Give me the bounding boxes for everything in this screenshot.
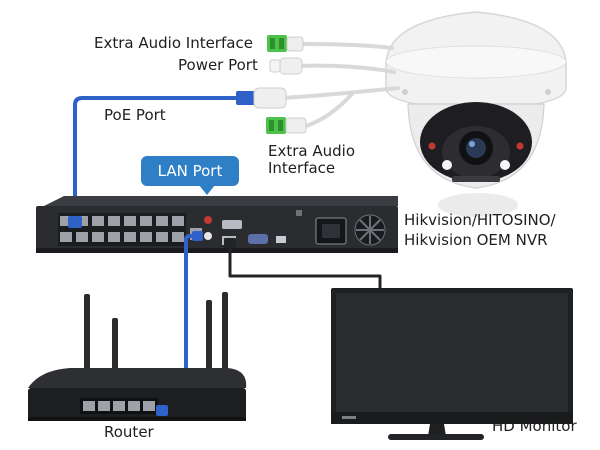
poe-plug — [68, 216, 82, 228]
power-connector-icon — [269, 57, 303, 75]
camera-cables — [280, 42, 400, 128]
hdmi-plug — [224, 238, 236, 248]
label-extra-audio-interface-line2: Interface — [268, 159, 336, 177]
label-power-port: Power Port — [178, 56, 258, 74]
label-nvr-line1: Hikvision/HITOSINO/ — [404, 211, 556, 229]
audio-connector-icon — [267, 35, 304, 52]
label-hd-monitor: HD Monitor — [492, 417, 577, 435]
dome-camera-icon — [385, 11, 567, 217]
label-poe-port: PoE Port — [104, 106, 166, 124]
label-extra-audio-interface-line1: Extra Audio — [268, 142, 355, 160]
lan-plug — [192, 231, 203, 241]
nvr-recorder-icon — [36, 196, 398, 253]
label-nvr-line2: Hikvision OEM NVR — [404, 231, 548, 249]
poe-connector-icon — [236, 87, 287, 109]
monitor-icon — [331, 288, 573, 440]
label-router: Router — [104, 423, 154, 441]
label-extra-audio-interface-top: Extra Audio Interface — [94, 34, 253, 52]
router-icon — [28, 292, 247, 421]
lan-port-callout: LAN Port — [141, 156, 239, 195]
hdmi-cable — [228, 243, 382, 292]
poe-cable — [73, 96, 236, 224]
audio-connector-icon — [266, 117, 307, 134]
